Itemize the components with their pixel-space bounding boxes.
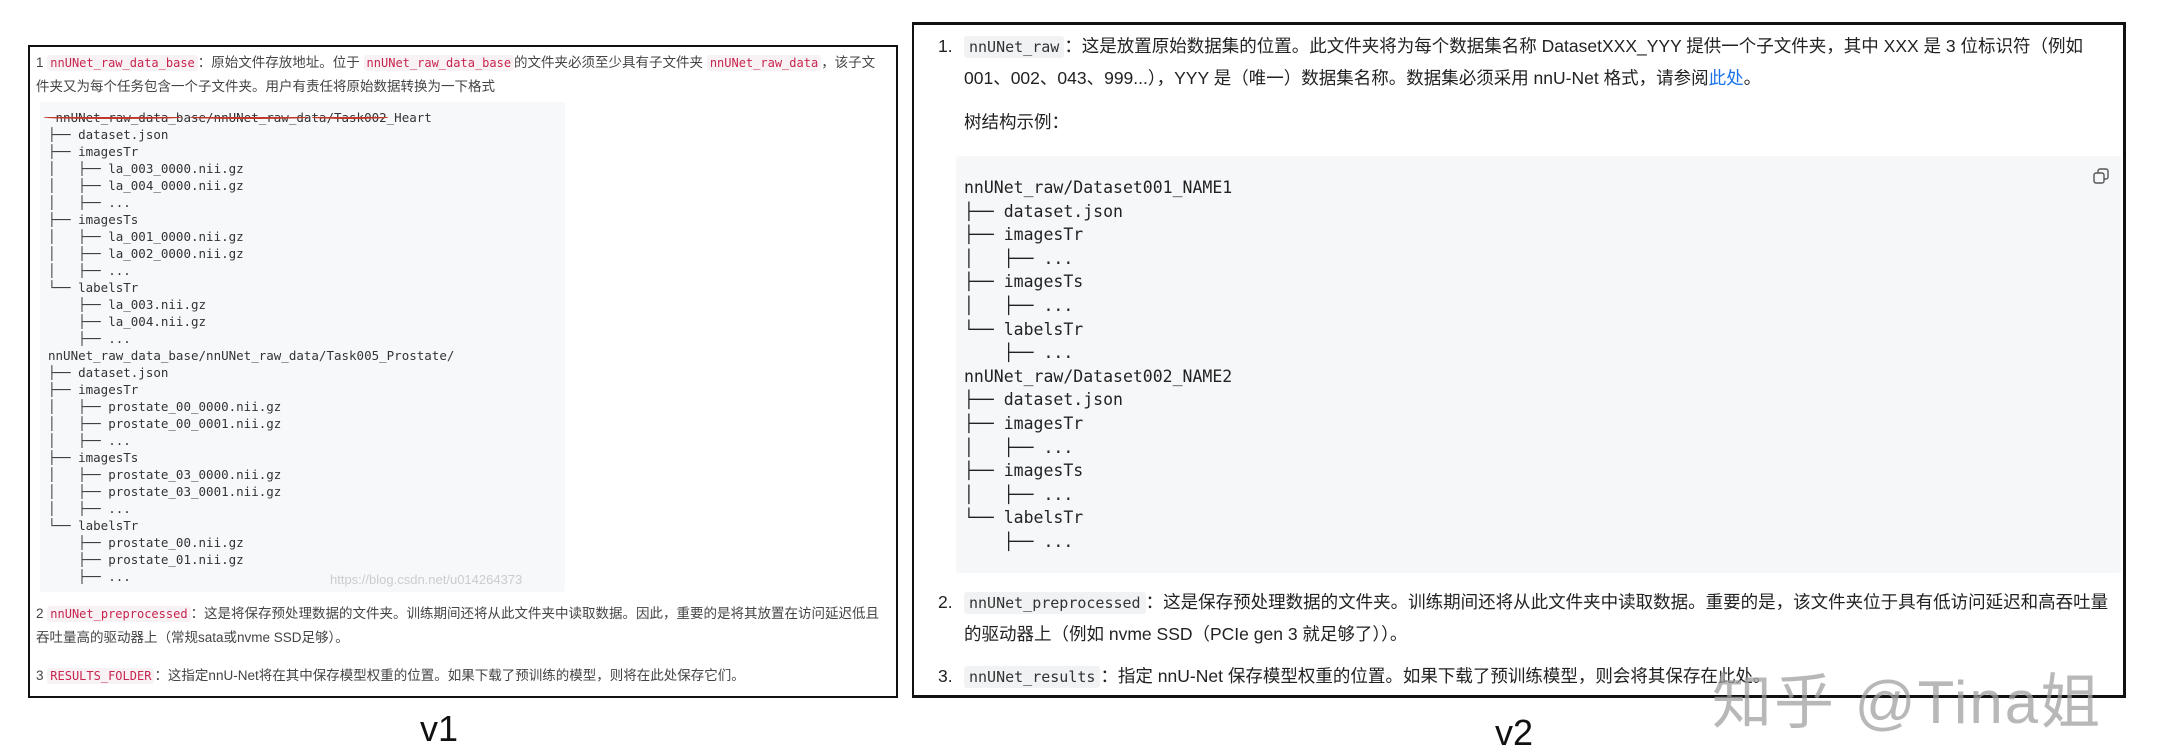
v2-tree-code-block: nnUNet_raw/Dataset001_NAME1 ├── dataset.j… [956, 156, 2121, 573]
copy-icon[interactable] [2093, 168, 2109, 184]
tree-line: │ ├── ... [48, 195, 131, 210]
inline-code: nnUNet_preprocessed [964, 592, 1146, 614]
tree-line: ├── imagesTr [48, 382, 139, 397]
tree-line: │ ├── prostate_00_0001.nii.gz [48, 416, 282, 431]
tree-line: │ ├── prostate_03_0000.nii.gz [48, 467, 282, 482]
tree-line: ├── imagesTs [48, 212, 139, 227]
inline-code: nnUNet_raw [964, 36, 1065, 58]
tree-line: ├── ... [48, 569, 131, 584]
text: ：这是保存预处理数据的文件夹。训练期间还将从此文件夹中读取数据。重要的是，该文件… [964, 592, 2109, 644]
v1-item-2: 2 nnUNet_preprocessed：这是将保存预处理数据的文件夹。训练期… [36, 602, 888, 650]
tree-line: ├── imagesTs [964, 272, 1084, 292]
v2-item-3: 3. nnUNet_results：指定 nnU-Net 保存模型权重的位置。如… [938, 661, 2113, 693]
inline-code: RESULTS_FOLDER [47, 668, 155, 684]
tree-line: │ ├── ... [48, 433, 131, 448]
zhihu-watermark: 知乎 @Tina姐 [1712, 669, 2103, 736]
tree-line: ├── ... [964, 343, 1074, 363]
tree-line: nnUNet_raw/Dataset001_NAME1 [964, 178, 1233, 197]
inline-code: nnUNet_raw_data [706, 55, 822, 71]
text: ：这是放置原始数据集的位置。此文件夹将为每个数据集名称 DatasetXXX_Y… [964, 36, 2083, 88]
tree-line: │ ├── la_002_0000.nii.gz [48, 246, 244, 261]
item-number: 3 [36, 668, 44, 683]
inline-code: nnUNet_preprocessed [47, 606, 191, 622]
tree-line: │ ├── ... [964, 437, 1074, 457]
tree-line: ├── imagesTr [964, 413, 1084, 433]
tree-line: │ ├── ... [48, 501, 131, 516]
tree-line: ├── prostate_01.nii.gz [48, 552, 244, 567]
tree-line: ├── imagesTs [48, 450, 139, 465]
inline-code: nnUNet_raw_data_base [47, 55, 198, 71]
v2-panel: 1. nnUNet_raw：这是放置原始数据集的位置。此文件夹将为每个数据集名称… [912, 22, 2126, 698]
v2-label: v2 [1495, 712, 1534, 753]
text: ，该子文件夹又为每个任务包含一个子文件夹。用户有责任将原始数据转换为一下格式 [36, 55, 876, 94]
tree-line: │ ├── prostate_00_0000.nii.gz [48, 399, 282, 414]
tree-line: └── labelsTr [48, 518, 139, 533]
tree-line: nnUNet_raw/Dataset002_NAME2 [964, 366, 1233, 386]
v1-tree-code-block: nnUNet_raw_data_base/nnUNet_raw_data/Tas… [40, 102, 565, 592]
v1-panel: 1 nnUNet_raw_data_base：原始文件存放地址。位于 nnUNe… [28, 45, 898, 698]
red-underline [190, 116, 308, 119]
tree-line: ├── imagesTr [48, 144, 139, 159]
tree-line: nnUNet_raw_data_base/nnUNet_raw_data/Tas… [48, 348, 455, 363]
text: ：指定 nnU-Net 保存模型权重的位置。如果下载了预训练模型，则会将其保存在… [1100, 666, 1771, 686]
tree-line: ├── prostate_00.nii.gz [48, 535, 244, 550]
text: 。 [1743, 68, 1762, 88]
tree-line: ├── dataset.json [964, 390, 1123, 410]
item-number: 1 [36, 55, 44, 70]
tree-line: │ ├── la_001_0000.nii.gz [48, 229, 244, 244]
item-number: 2 [36, 606, 44, 621]
item-number: 1. [938, 36, 953, 56]
v2-item-2: 2. nnUNet_preprocessed：这是保存预处理数据的文件夹。训练期… [938, 587, 2113, 650]
tree-line: │ ├── ... [964, 295, 1074, 315]
inline-code: nnUNet_results [964, 666, 1101, 688]
tree-line: └── labelsTr [964, 508, 1084, 528]
tree-line: └── labelsTr [964, 319, 1084, 339]
text: ：这是将保存预处理数据的文件夹。训练期间还将从此文件夹中读取数据。因此，重要的是… [36, 606, 880, 645]
tree-line: ├── ... [964, 531, 1074, 551]
text: ：原始文件存放地址。位于 [197, 55, 360, 70]
v1-label: v1 [420, 708, 459, 749]
tree-line: ├── dataset.json [48, 365, 169, 380]
tree-line: ├── ... [48, 331, 131, 346]
tree-line: └── labelsTr [48, 280, 139, 295]
tree-line: ├── dataset.json [48, 127, 169, 142]
red-underline [44, 116, 182, 119]
v1-item-3: 3 RESULTS_FOLDER：这指定nnU-Net将在其中保存模型权重的位置… [36, 664, 888, 688]
text: ：这指定nnU-Net将在其中保存模型权重的位置。如果下载了预训练的模型，则将在… [154, 668, 745, 683]
tree-line: │ ├── la_004_0000.nii.gz [48, 178, 244, 193]
item-number: 3. [938, 666, 953, 686]
text: 的文件夹必须至少具有子文件夹 [514, 55, 704, 70]
inline-code: nnUNet_raw_data_base [363, 55, 515, 71]
tree-line: │ ├── la_003_0000.nii.gz [48, 161, 244, 176]
tree-line: ├── la_003.nii.gz [48, 297, 207, 312]
here-link[interactable]: 此处 [1708, 68, 1744, 88]
item-number: 2. [938, 592, 953, 612]
tree-line: │ ├── ... [48, 263, 131, 278]
tree-line: ├── imagesTr [964, 225, 1084, 245]
v2-item-1: 1. nnUNet_raw：这是放置原始数据集的位置。此文件夹将为每个数据集名称… [938, 31, 2113, 94]
v1-item-1: 1 nnUNet_raw_data_base：原始文件存放地址。位于 nnUNe… [36, 51, 888, 99]
tree-line: ├── dataset.json [964, 201, 1123, 221]
tree-line: │ ├── ... [964, 484, 1074, 504]
tree-caption: 树结构示例： [964, 112, 1069, 132]
red-underline [312, 116, 388, 119]
csdn-watermark: https://blog.csdn.net/u014264373 [330, 572, 523, 587]
tree-line: │ ├── prostate_03_0001.nii.gz [48, 484, 282, 499]
tree-line: │ ├── ... [964, 248, 1074, 268]
tree-line: ├── imagesTs [964, 461, 1084, 481]
tree-line: ├── la_004.nii.gz [48, 314, 207, 329]
